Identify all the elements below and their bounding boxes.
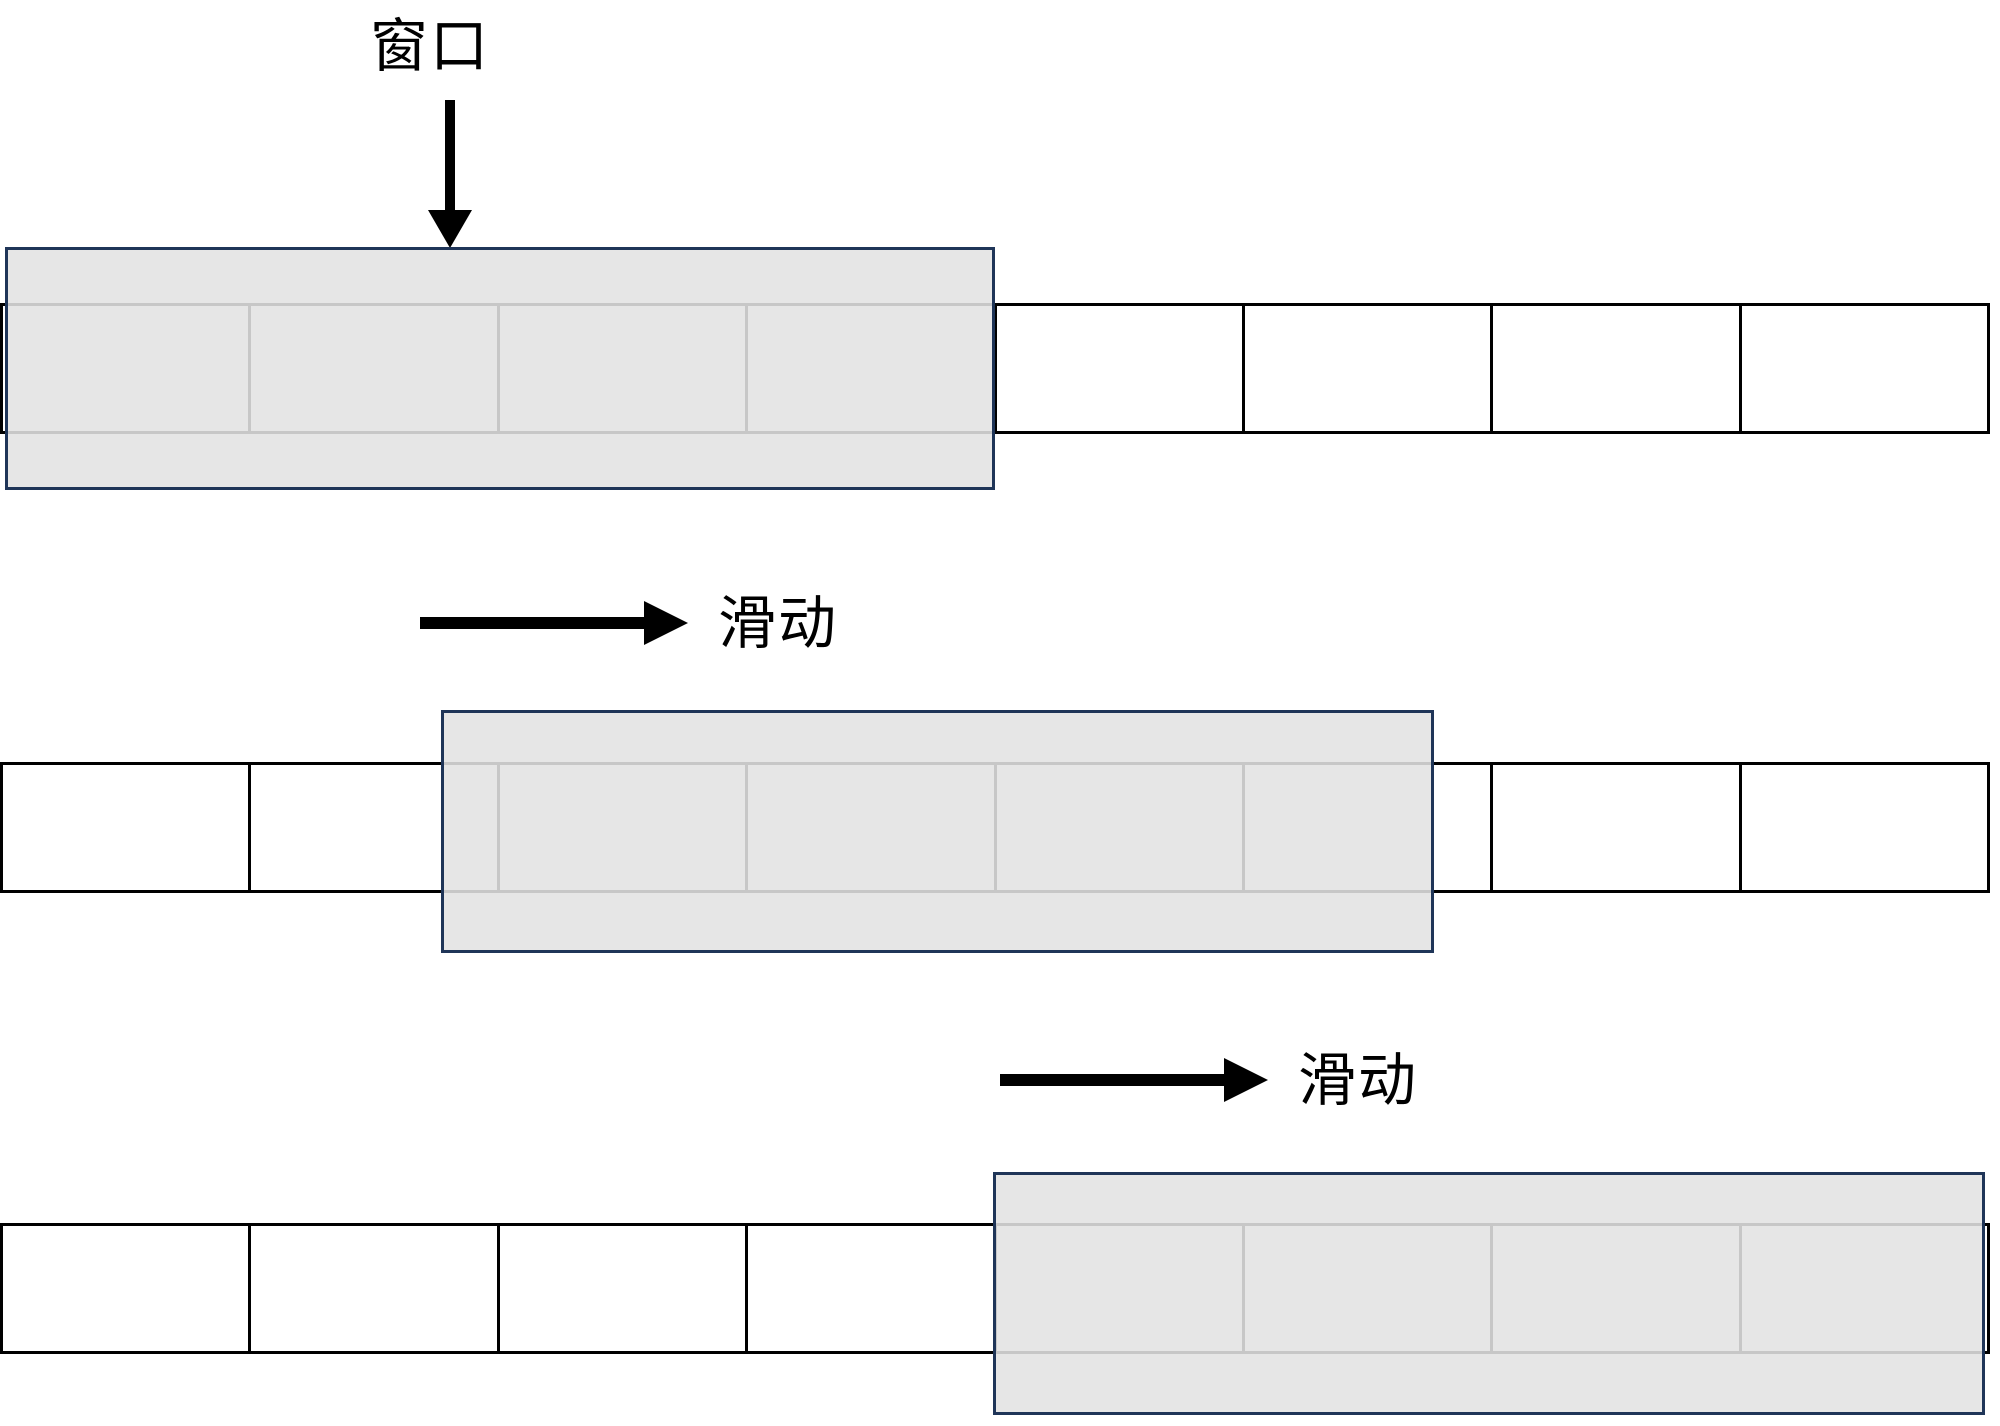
tape-cell[interactable] [1490,303,1742,434]
arrow-shaft [445,100,455,214]
slide-arrow-1-icon [420,601,688,645]
slide-label-2: 滑动 [1298,1048,1419,1113]
arrow-head [428,210,472,248]
tape-cell[interactable] [496,1223,749,1354]
sliding-window-row-1[interactable] [5,247,995,490]
tape-cell[interactable] [1738,303,1990,434]
tape-cell[interactable] [0,762,252,893]
tape-cell[interactable] [248,1223,500,1354]
tape-cell[interactable] [1490,762,1742,893]
window-label: 窗口 [370,14,491,79]
tape-cell[interactable] [0,1223,252,1354]
sliding-window-row-2[interactable] [441,710,1434,953]
arrow-head [644,601,688,645]
tape-cell[interactable] [1241,303,1494,434]
slide-label-1: 滑动 [718,591,839,656]
tape-cell[interactable] [745,1223,997,1354]
sliding-window-row-3[interactable] [993,1172,1985,1415]
arrow-head [1224,1058,1268,1102]
tape-cell[interactable] [993,303,1245,434]
arrow-shaft [1000,1074,1228,1086]
window-pointer-arrow-icon [425,100,475,248]
slide-arrow-2-icon [1000,1058,1268,1102]
tape-cell[interactable] [1738,762,1990,893]
arrow-shaft [420,617,648,629]
